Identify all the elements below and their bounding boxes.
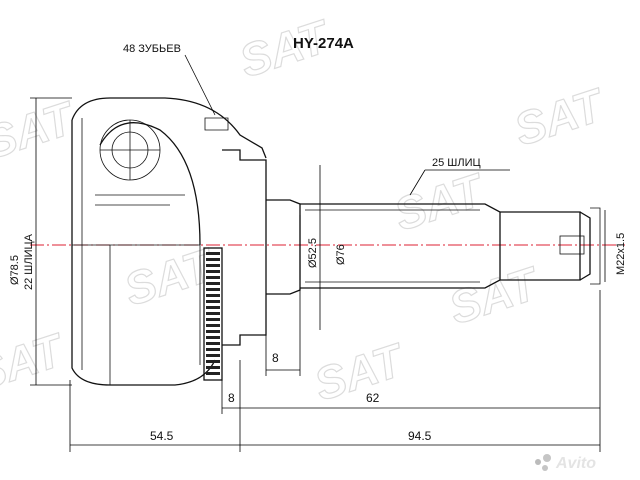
avito-badge: Avito bbox=[535, 454, 596, 472]
watermark-sat-3: SAT bbox=[508, 78, 612, 156]
label-dim-8-top: 8 bbox=[272, 351, 279, 365]
watermark-sat-4: SAT bbox=[388, 163, 492, 241]
abs-tooth bbox=[206, 318, 220, 321]
avito-logo-text: Avito bbox=[555, 455, 596, 472]
housing-neck bbox=[204, 117, 301, 346]
abs-tooth bbox=[206, 312, 220, 315]
watermark-sat-1: SAT bbox=[0, 91, 83, 169]
abs-tooth bbox=[206, 258, 220, 261]
avito-dot-3 bbox=[542, 465, 548, 471]
abs-ring bbox=[203, 247, 223, 381]
abs-tooth bbox=[206, 294, 220, 297]
dimension-lines bbox=[30, 54, 606, 452]
avito-dot-1 bbox=[535, 459, 541, 465]
abs-tooth bbox=[206, 342, 220, 345]
label-thread: M22x1.5 bbox=[615, 233, 627, 275]
label-dim-8-bottom: 8 bbox=[228, 391, 235, 405]
label-diameter-78: Ø78.5 bbox=[9, 255, 21, 285]
abs-tooth bbox=[206, 276, 220, 279]
abs-tooth bbox=[206, 372, 220, 375]
label-teeth-count: 48 ЗУБЬЕВ bbox=[123, 43, 181, 55]
abs-tooth bbox=[206, 252, 220, 255]
watermark-sat-8: SAT bbox=[443, 256, 547, 334]
abs-tooth bbox=[206, 360, 220, 363]
abs-tooth bbox=[206, 300, 220, 303]
outer-bell-housing bbox=[71, 97, 267, 386]
abs-tooth bbox=[206, 336, 220, 339]
abs-tooth bbox=[206, 306, 220, 309]
label-dim-62: 62 bbox=[366, 391, 380, 405]
abs-tooth bbox=[206, 288, 220, 291]
abs-tooth bbox=[206, 348, 220, 351]
label-inner-splines: 22 ШЛИЦА bbox=[23, 233, 35, 290]
watermark-sat-7: SAT bbox=[308, 333, 412, 411]
abs-tooth bbox=[206, 324, 220, 327]
part-number-title: HY-274A bbox=[293, 35, 354, 52]
label-dim-94: 94.5 bbox=[408, 429, 432, 443]
avito-dot-2 bbox=[543, 454, 551, 462]
abs-tooth bbox=[206, 354, 220, 357]
label-outer-splines: 25 ШЛИЦ bbox=[432, 157, 481, 169]
label-diameter-52: Ø52.5 bbox=[307, 238, 319, 268]
abs-tooth bbox=[206, 366, 220, 369]
label-dim-54: 54.5 bbox=[150, 429, 174, 443]
abs-tooth bbox=[206, 264, 220, 267]
abs-tooth bbox=[206, 270, 220, 273]
abs-tooth bbox=[206, 330, 220, 333]
stub-shaft bbox=[300, 203, 601, 289]
label-diameter-76: Ø76 bbox=[335, 244, 347, 265]
watermark-group: SAT SAT SAT SAT SAT SAT SAT SAT bbox=[0, 9, 613, 412]
abs-tooth bbox=[206, 282, 220, 285]
